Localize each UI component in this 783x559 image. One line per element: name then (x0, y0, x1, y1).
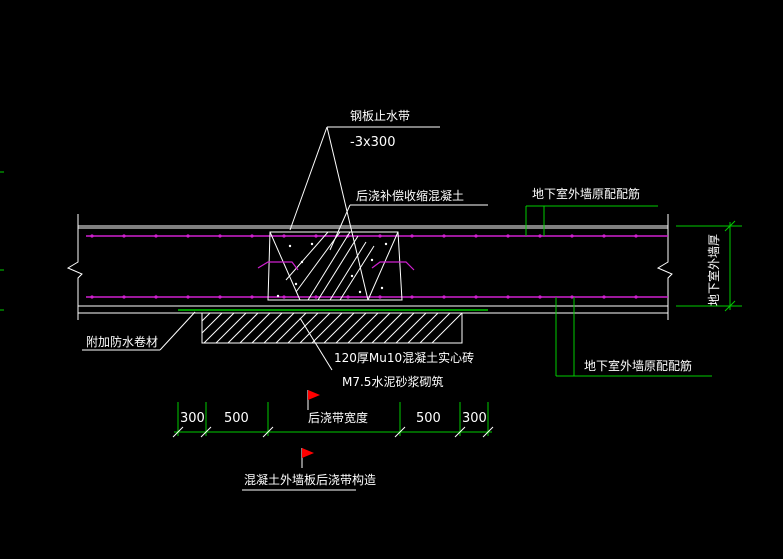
flag-icon (301, 448, 314, 468)
label-steel-waterstop: 钢板止水带 (350, 109, 410, 123)
hatch-line (201, 312, 223, 334)
hatch-line (431, 312, 463, 344)
break-line-icon (656, 214, 673, 320)
label-band-width: 后浇带宽度 (308, 410, 368, 425)
label-mortar: M7.5水泥砂浆砌筑 (342, 374, 443, 389)
hatch-line (203, 312, 235, 344)
label-extra-membrane: 附加防水卷材 (86, 334, 158, 349)
dim-left-outer: 300 (180, 411, 205, 426)
rebar-dot (602, 234, 606, 238)
rebar-dot (282, 234, 286, 238)
rebar-dot (506, 234, 510, 238)
rebar-dot (634, 295, 638, 299)
rebar-dot (506, 295, 510, 299)
rebar-dot (570, 295, 574, 299)
rebar-dot (538, 234, 542, 238)
rebar-dot (218, 295, 222, 299)
label-steel-waterstop-spec: -3x300 (350, 135, 395, 150)
leader-lines (82, 126, 488, 371)
wall-outline (66, 214, 673, 320)
rebar-dot (250, 295, 254, 299)
hatch-line (215, 312, 247, 344)
hatch-line (287, 312, 319, 344)
hatch-line (335, 312, 367, 344)
dim-left-inner: 500 (224, 411, 249, 426)
hatch-line (263, 312, 295, 344)
dimension-line (172, 402, 494, 438)
hatch-line (347, 312, 379, 344)
label-wall-thickness: 地下室外墙厚 (706, 234, 721, 306)
hatch-line (359, 312, 391, 344)
label-wall-rebar-bottom: 地下室外墙原配配筋 (584, 358, 692, 373)
hatch-line (311, 312, 343, 344)
label-wall-rebar-top: 地下室外墙原配配筋 (532, 186, 640, 201)
rebar-dot (538, 295, 542, 299)
rebar-dot (282, 295, 286, 299)
dim-right-outer: 300 (462, 411, 487, 426)
hatch-line (419, 312, 451, 344)
rebar-dot (474, 295, 478, 299)
hatch-line (201, 312, 211, 322)
rebar-dot (314, 234, 318, 238)
rebar-dot (186, 234, 190, 238)
rebar-dot (90, 234, 94, 238)
rebar-rows (86, 234, 668, 299)
hatch-line (383, 312, 415, 344)
rebar-dot (250, 234, 254, 238)
rebar-dot (602, 295, 606, 299)
hatch-line (251, 312, 283, 344)
rebar-dot (314, 295, 318, 299)
green-leaders (0, 171, 742, 377)
hatch-line (323, 312, 355, 344)
rebar-dot (154, 234, 158, 238)
hatch-line (395, 312, 427, 344)
rebar-dot (474, 234, 478, 238)
rebar-dot (122, 295, 126, 299)
rebar-dot (410, 295, 414, 299)
hatch-line (299, 312, 331, 344)
rebar-dot (90, 295, 94, 299)
rebar-dot (378, 234, 382, 238)
label-post-pour-concrete: 后浇补偿收缩混凝土 (356, 188, 464, 203)
rebar-hooks (257, 261, 415, 271)
rebar-dot (410, 234, 414, 238)
rebar-dot (218, 234, 222, 238)
dim-right-inner: 500 (416, 411, 441, 426)
rebar-dot (122, 234, 126, 238)
hatch-line (227, 312, 259, 344)
rebar-dot (442, 234, 446, 238)
drawing-title: 混凝土外墙板后浇带构造 (244, 472, 376, 487)
rebar-dot (154, 295, 158, 299)
rebar-dot (346, 295, 350, 299)
rebar-dot (442, 295, 446, 299)
rebar-dot (570, 234, 574, 238)
post-pour-band (267, 231, 403, 301)
hatch-line (275, 312, 307, 344)
rebar-dot (378, 295, 382, 299)
hatch-line (239, 312, 271, 344)
hatch-line (371, 312, 403, 344)
rebar-dot (634, 234, 638, 238)
label-brick-wall: 120厚Mu10混凝土实心砖 (334, 350, 474, 365)
rebar-dot (186, 295, 190, 299)
hatch-line (407, 312, 439, 344)
break-line-icon (66, 214, 83, 320)
flag-icon (307, 390, 320, 410)
brick-wall-block (201, 312, 463, 344)
